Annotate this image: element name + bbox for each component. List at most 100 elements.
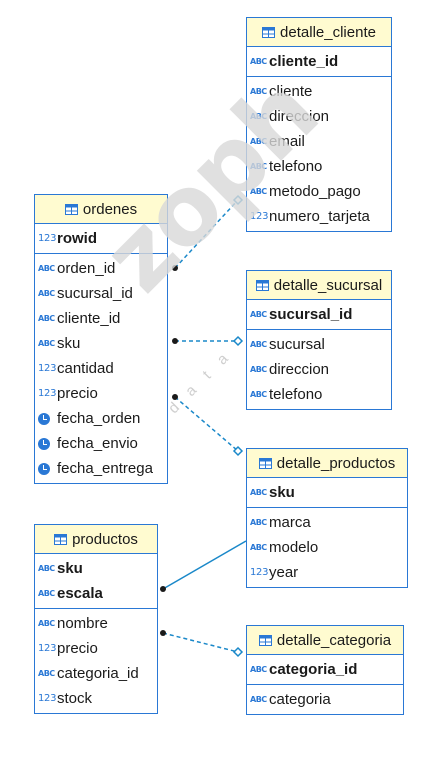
column-name: fecha_orden xyxy=(57,410,141,427)
string-type-icon: ABC xyxy=(38,619,55,628)
column-name: cliente_id xyxy=(269,53,339,70)
string-type-icon: ABC xyxy=(250,340,267,349)
column-name: categoria_id xyxy=(269,661,358,678)
number-type-icon: 123 xyxy=(250,567,269,578)
string-key-type-icon: ABC xyxy=(250,665,267,674)
string-type-icon: ABC xyxy=(250,695,267,704)
string-type-icon: ABC xyxy=(38,669,55,678)
table-title: ordenes xyxy=(82,200,138,218)
number-type-icon: 123 xyxy=(38,233,57,244)
column-name: telefono xyxy=(269,386,323,403)
string-key-type-icon: ABC xyxy=(250,57,267,66)
string-key-type-icon: ABC xyxy=(250,488,267,497)
table-header[interactable]: detalle_cliente xyxy=(247,18,391,47)
column-name: year xyxy=(269,564,299,581)
table-header[interactable]: detalle_productos xyxy=(247,449,407,478)
string-type-icon: ABC xyxy=(250,365,267,374)
column-name: metodo_pago xyxy=(269,183,361,200)
number-type-icon: 123 xyxy=(38,363,57,374)
table-title: detalle_cliente xyxy=(280,23,376,41)
table-title: detalle_productos xyxy=(276,454,396,472)
relationship-line xyxy=(162,540,247,590)
column-name: sucursal_id xyxy=(57,285,133,302)
table-header[interactable]: productos xyxy=(35,525,157,554)
relationship-source-dot xyxy=(160,630,166,636)
number-type-icon: 123 xyxy=(250,211,269,222)
column-name: sku xyxy=(57,560,83,577)
table-icon xyxy=(64,203,78,215)
column-name: orden_id xyxy=(57,260,116,277)
string-key-type-icon: ABC xyxy=(38,589,55,598)
string-type-icon: ABC xyxy=(250,543,267,552)
relationship-target-diamond xyxy=(232,335,244,347)
string-type-icon: ABC xyxy=(38,264,55,273)
column-name: cantidad xyxy=(57,360,114,377)
column-name: categoria xyxy=(269,691,331,708)
column-row[interactable]: fecha_envio xyxy=(35,431,167,456)
column-name: precio xyxy=(57,640,98,657)
table-icon xyxy=(54,533,68,545)
table-header[interactable]: detalle_sucursal xyxy=(247,271,391,300)
string-type-icon: ABC xyxy=(250,137,267,146)
column-name: direccion xyxy=(269,108,330,125)
relationship-target-diamond xyxy=(232,194,244,206)
table-header[interactable]: ordenes xyxy=(35,195,167,224)
column-name: precio xyxy=(57,385,98,402)
column-row[interactable]: fecha_orden xyxy=(35,406,167,431)
table-header[interactable]: detalle_categoria xyxy=(247,626,403,655)
table-icon xyxy=(258,634,272,646)
string-type-icon: ABC xyxy=(250,112,267,121)
table-icon xyxy=(262,26,276,38)
relationship-line xyxy=(174,396,239,452)
column-name: sucursal xyxy=(269,336,325,353)
column-row[interactable]: fecha_entrega xyxy=(35,456,167,481)
number-type-icon: 123 xyxy=(38,388,57,399)
relationship-source-dot xyxy=(172,338,178,344)
